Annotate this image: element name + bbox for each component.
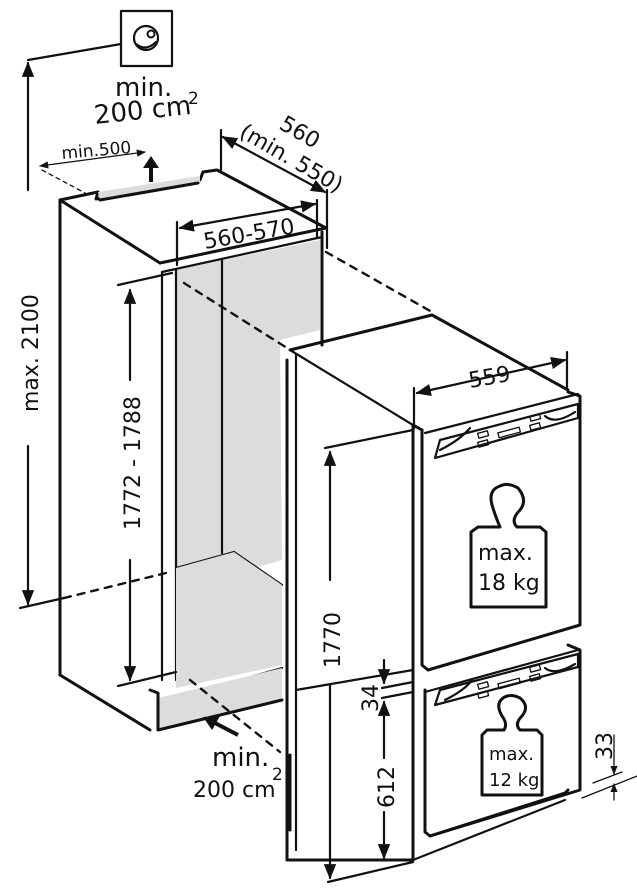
weight-icon bbox=[469, 482, 548, 609]
top-vent-min: min. bbox=[115, 73, 172, 103]
lower-door-height-label: 612 bbox=[375, 766, 400, 808]
max-height-dimension: max. 2100 bbox=[18, 61, 66, 610]
top-vent-label: min. 200 cm 2 bbox=[93, 73, 199, 131]
socket-reference-line bbox=[26, 42, 123, 62]
top-clearance-dimension: min.500 bbox=[39, 138, 146, 194]
door-gap-label: 34 bbox=[359, 684, 384, 712]
top-clearance-label: min.500 bbox=[61, 138, 132, 164]
max-height-label: max. 2100 bbox=[19, 294, 44, 412]
cabinet-niche bbox=[58, 168, 434, 832]
niche-height-dimension: 1772 - 1788 bbox=[116, 271, 178, 688]
weight-icon bbox=[480, 694, 544, 797]
lower-weight-line1: max. bbox=[489, 744, 534, 765]
appliance-height-dimension: 1770 bbox=[321, 428, 415, 884]
floor-dashed-line bbox=[62, 570, 172, 600]
top-vent-sup: 2 bbox=[188, 89, 199, 109]
upper-door-weight: max. 18 kg bbox=[469, 482, 548, 609]
niche-height-label: 1772 - 1788 bbox=[121, 396, 146, 530]
upper-weight-line2: 18 kg bbox=[478, 571, 540, 596]
bottom-offset-dimension: 33 bbox=[581, 732, 637, 801]
top-vent-area: 200 cm bbox=[93, 91, 193, 131]
bottom-vent-area: 200 cm bbox=[193, 778, 276, 803]
bottom-vent-label: min. 200 cm 2 bbox=[193, 743, 283, 803]
upper-weight-line1: max. bbox=[478, 541, 533, 566]
bottom-vent-min: min. bbox=[212, 743, 269, 773]
lower-door-weight: max. 12 kg bbox=[480, 694, 544, 797]
door-gap-dimension: 34 bbox=[359, 658, 415, 712]
appliance-height-label: 1770 bbox=[321, 612, 346, 668]
lower-door-height-dimension: 612 bbox=[375, 700, 400, 860]
bottom-vent-sup: 2 bbox=[272, 765, 283, 785]
power-socket-icon bbox=[119, 9, 174, 68]
arrow-up-icon bbox=[143, 156, 159, 182]
appliance-width-label: 559 bbox=[467, 362, 513, 394]
lower-weight-line2: 12 kg bbox=[489, 770, 539, 791]
refrigerator-appliance bbox=[285, 313, 582, 862]
bottom-offset-label: 33 bbox=[593, 732, 618, 760]
arrow-diagonal-icon bbox=[203, 716, 239, 737]
